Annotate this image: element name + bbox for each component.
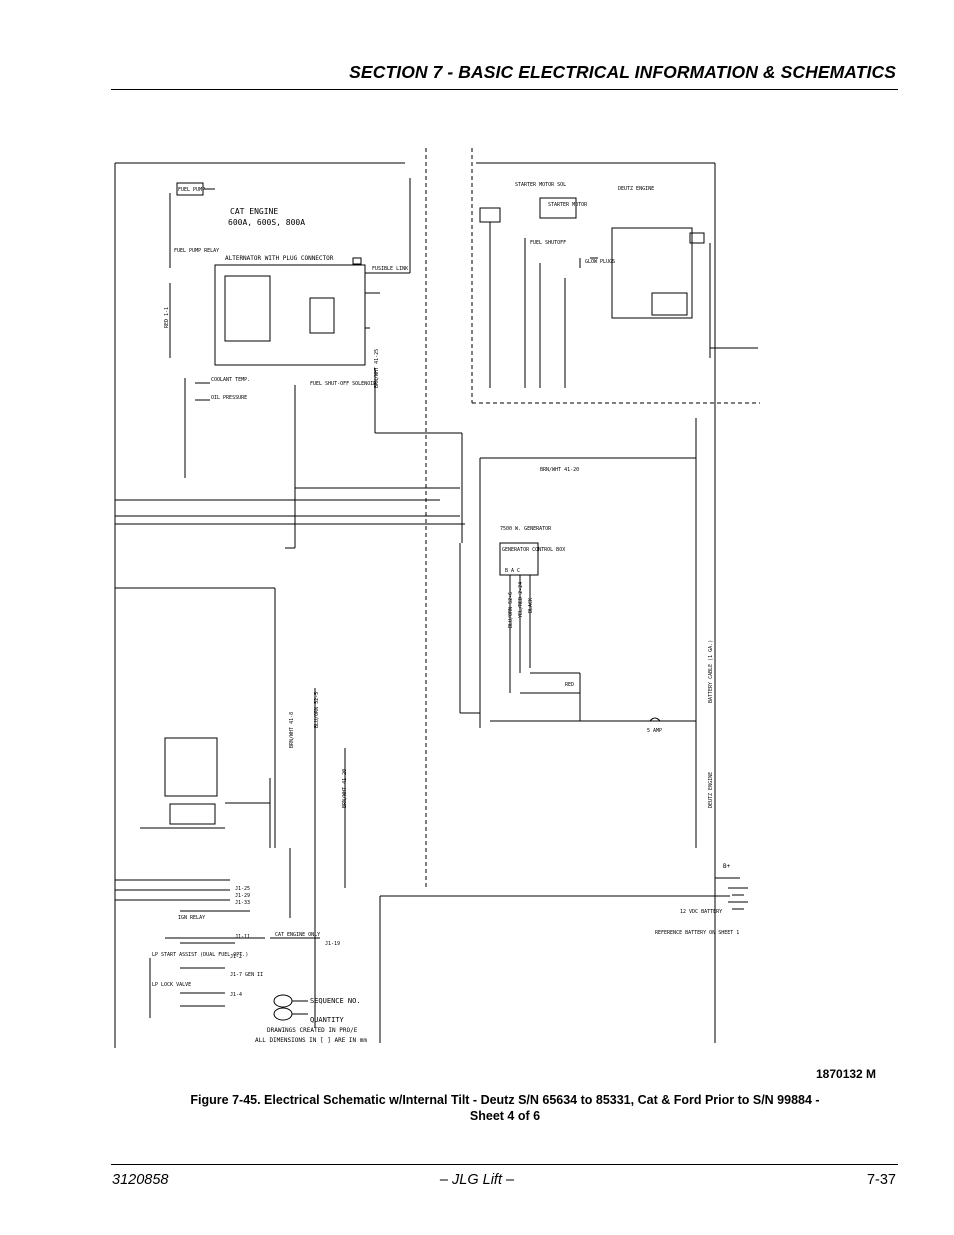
fuse-5amp-label: 5 AMP — [647, 728, 662, 734]
section-title: SECTION 7 - BASIC ELECTRICAL INFORMATION… — [349, 62, 896, 82]
ref-battery-label: REFERENCE BATTERY ON SHEET 1 — [655, 930, 739, 936]
footer-center: – JLG Lift – — [439, 1172, 515, 1188]
figure-id: 1870132 M — [816, 1067, 877, 1081]
b-plus-label: B+ — [723, 863, 731, 870]
wire-brn-wht-4120: BRN/WHT 41-20 — [540, 467, 579, 473]
battery-cable-label: BATTERY CABLE (1 GA.) — [708, 640, 714, 703]
battery-12vdc-label: 12 VDC BATTERY — [680, 909, 722, 915]
glow-plugs-label: GLOW PLUGS — [585, 259, 615, 265]
generator-7500-label: 7500 W. GENERATOR — [500, 526, 552, 532]
electrical-schematic: CAT ENGINE 600A, 600S, 800A ALTERNATOR W… — [114, 148, 760, 1048]
j1-25-label: J1-25 — [235, 886, 250, 892]
caption-line-2: Sheet 4 of 6 — [469, 1109, 541, 1123]
j1-33-label: J1-33 — [235, 900, 250, 906]
page-number: 7-37 — [866, 1172, 896, 1188]
alternator-plug-label: ALTERNATOR WITH PLUG CONNECTOR — [225, 255, 334, 262]
wire-brn-wht-4125: BRN/WHT 41-25 — [374, 349, 380, 388]
caption-line-1: Figure 7-45. Electrical Schematic w/Inte… — [190, 1093, 820, 1107]
sequence-no-label: SEQUENCE NO. — [310, 997, 361, 1005]
wire-yel-red: YEL/RED 2-24 — [518, 582, 524, 618]
wire-brn-wht-4120-b: BRN/WHT 41-20 — [342, 769, 348, 808]
lp-lock-valve-label: LP LOCK VALVE — [152, 982, 191, 988]
j1-29-label: J1-29 — [235, 893, 250, 899]
drawings-created-label: DRAWINGS CREATED IN PRO/E — [267, 1027, 358, 1034]
cat-engine-only-label: CAT ENGINE ONLY — [275, 932, 320, 938]
fuel-pump-relay-label: FUEL PUMP RELAY — [174, 248, 219, 254]
footer-rule — [111, 1164, 898, 1165]
cat-models-label: 600A, 600S, 800A — [228, 218, 305, 227]
wire-blu-orn-525: BLU/ORN 52-5 — [314, 692, 320, 728]
deutz-engine-label: DEUTZ ENGINE — [618, 186, 654, 192]
fuel-shutoff-label: FUEL SHUT-OFF SOLENOID — [310, 381, 376, 387]
doc-number: 3120858 — [112, 1172, 169, 1188]
header-rule — [111, 89, 898, 90]
starter-motor-sol-label: STARTER MOTOR SOL — [515, 182, 566, 188]
starter-motor-label: STARTER MOTOR — [548, 202, 588, 208]
fuel-shutoff-deutz-label: FUEL SHUTOFF — [530, 240, 566, 246]
gen-terminals-label: B A C — [505, 568, 520, 574]
j1-11-label: J1-11 — [235, 934, 250, 940]
fusible-link-label: FUSIBLE LINK — [372, 266, 408, 272]
all-dimensions-label: ALL DIMENSIONS IN [ ] ARE IN mm — [255, 1037, 367, 1044]
j1-2-label: J1-2 — [230, 954, 242, 960]
oil-pressure-label: OIL PRESSURE — [211, 395, 247, 401]
j1-4-label: J1-4 — [230, 992, 242, 998]
wire-red-label: RED — [565, 682, 574, 688]
cat-engine-label: CAT ENGINE — [230, 207, 278, 216]
wire-red-110: RED 1-1 — [164, 307, 170, 328]
coolant-temp-label: COOLANT TEMP. — [211, 377, 250, 383]
wire-blu-orn-526: BLU/ORN 52-6 — [508, 592, 514, 628]
figure-caption: Figure 7-45. Electrical Schematic w/Inte… — [112, 1092, 898, 1124]
deutz-only-label: DEUTZ ENGINE — [708, 772, 714, 808]
fuel-pump-label: FUEL PUMP — [178, 187, 205, 193]
wire-black: BLACK — [528, 598, 534, 613]
ign-relay-label: IGN RELAY — [178, 915, 205, 921]
j1-19-label: J1-19 — [325, 941, 340, 947]
j1-7-gen-label: J1-7 GEN II — [230, 972, 263, 978]
quantity-label: QUANTITY — [310, 1016, 345, 1024]
lp-start-assist-label: LP START ASSIST (DUAL FUEL OPT.) — [152, 952, 248, 958]
gen-control-box-label: GENERATOR CONTROL BOX — [502, 547, 565, 553]
wire-brn-wht-418: BRN/WHT 41-8 — [289, 712, 295, 748]
